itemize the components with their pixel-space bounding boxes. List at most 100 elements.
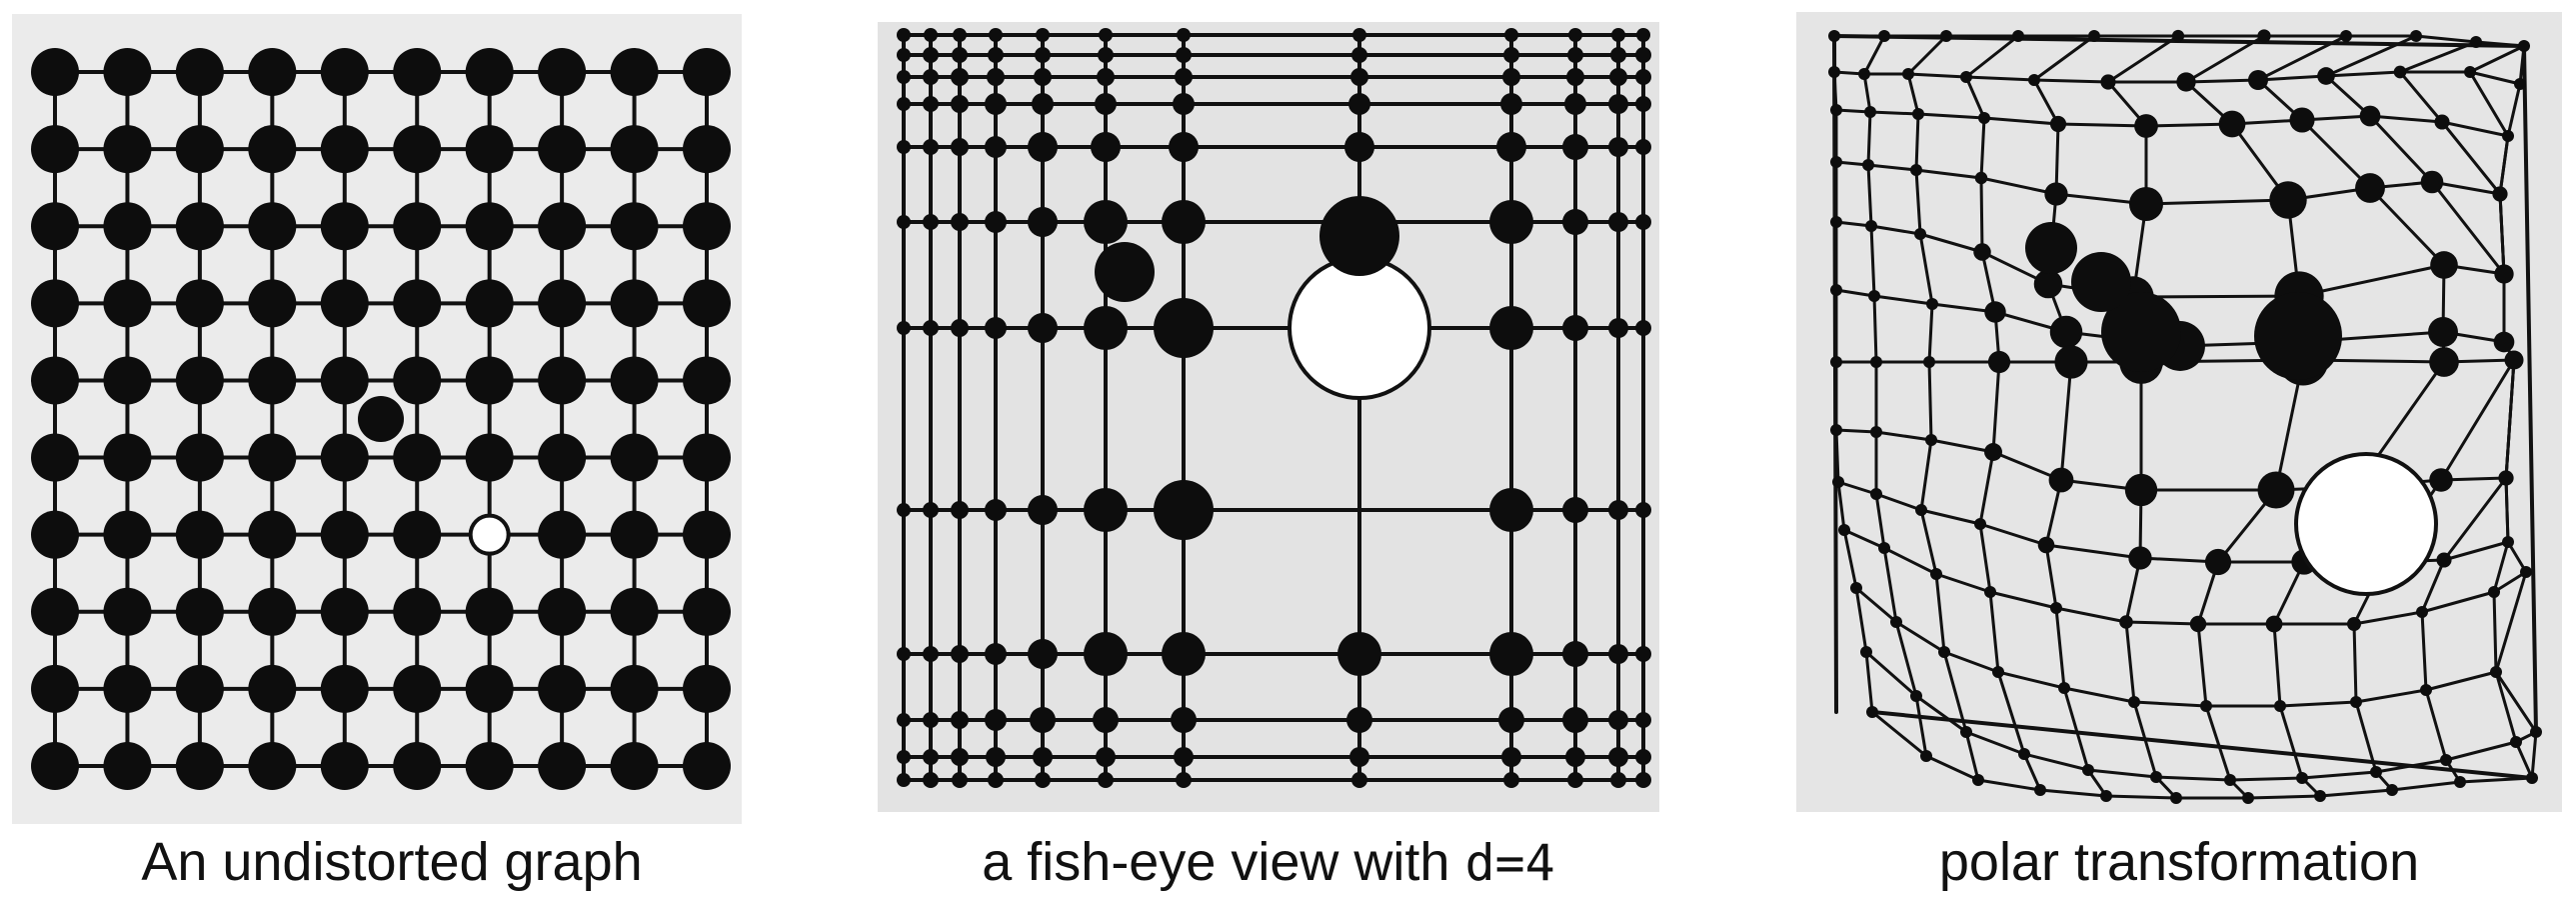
graph-node — [103, 587, 152, 636]
graph-edge — [2530, 730, 2538, 780]
graph-edge — [2131, 294, 2301, 299]
graph-edge — [1964, 75, 1986, 120]
graph-node — [393, 587, 442, 636]
graph-node — [2520, 566, 2532, 578]
graph-node — [393, 664, 442, 713]
graph-node — [2242, 792, 2254, 804]
graph-node — [1162, 200, 1206, 244]
graph-edge — [2506, 82, 2522, 138]
graph-edge — [2440, 120, 2502, 196]
graph-edge — [1866, 163, 1918, 172]
graph-edge — [1919, 438, 1933, 512]
graph-edge — [1978, 522, 2048, 547]
graph-node — [1036, 28, 1050, 42]
graph-node — [2436, 552, 2452, 568]
graph-node — [1030, 707, 1056, 733]
graph-node — [897, 750, 911, 764]
graph-node — [103, 279, 152, 328]
graph-node — [1830, 356, 1842, 368]
graph-edge — [2420, 610, 2428, 692]
graph-node — [1923, 356, 1935, 368]
polar-panel — [1796, 12, 2562, 812]
graph-node — [1870, 488, 1882, 500]
graph-edge — [1927, 302, 1934, 364]
graph-edge — [1906, 72, 1920, 116]
graph-node — [1868, 290, 1880, 302]
graph-node — [2530, 726, 2542, 738]
graph-edge — [1854, 586, 1868, 654]
graph-node — [1858, 68, 1870, 80]
graph-node — [320, 433, 369, 482]
graph-node — [393, 433, 442, 482]
graph-node — [2494, 264, 2514, 284]
graph-node — [465, 125, 514, 174]
graph-node — [2393, 65, 2407, 79]
graph-node — [31, 742, 79, 790]
graph-node — [683, 510, 731, 559]
graph-node — [897, 647, 911, 661]
graph-node — [1635, 320, 1651, 336]
graph-node — [320, 664, 369, 713]
graph-node — [951, 645, 969, 663]
graph-node — [1084, 306, 1128, 350]
graph-edge — [2390, 780, 2462, 792]
graph-node — [2018, 748, 2030, 760]
graph-node — [2124, 473, 2158, 507]
graph-edge — [1914, 168, 1922, 236]
graph-edge — [1918, 232, 1984, 254]
graph-node — [1098, 772, 1114, 788]
graph-node — [1352, 28, 1366, 42]
graph-edge — [2318, 788, 2394, 798]
graph-node — [465, 664, 514, 713]
graph-node — [897, 773, 911, 787]
graph-node — [2204, 548, 2232, 576]
graph-node — [1850, 582, 1862, 594]
graph-edge — [2468, 44, 2526, 74]
graph-node — [1960, 726, 1972, 738]
graph-node — [2416, 606, 2428, 618]
graph-edge — [2059, 360, 2073, 482]
graph-edge — [1868, 110, 1920, 116]
graph-edge — [2494, 570, 2528, 674]
graph-edge — [2022, 752, 2042, 792]
graph-edge — [2056, 122, 2148, 128]
graph-node — [1910, 164, 1922, 176]
focus-node — [2294, 452, 2438, 596]
graph-node — [2493, 331, 2515, 353]
graph-node — [1864, 106, 1876, 118]
graph-node — [610, 510, 659, 559]
graph-node — [1902, 68, 1914, 80]
graph-node — [1565, 747, 1585, 767]
graph-node — [103, 742, 152, 790]
graph-node — [2254, 292, 2342, 380]
graph-node — [1093, 707, 1119, 733]
graph-node — [2526, 772, 2538, 784]
graph-node — [1091, 132, 1121, 162]
graph-node — [1496, 132, 1526, 162]
graph-edge — [2468, 70, 2522, 86]
graph-edge — [2368, 186, 2446, 267]
graph-node — [1098, 47, 1114, 63]
graph-edge — [2352, 610, 2424, 626]
graph-edge — [1862, 72, 1872, 114]
graph-node — [1028, 132, 1058, 162]
graph-edge — [2086, 768, 2158, 779]
graph-node — [31, 510, 79, 559]
graph-node — [683, 742, 731, 790]
graph-node — [951, 501, 969, 519]
graph-node — [1635, 772, 1651, 788]
graph-node — [175, 125, 224, 174]
graph-edge — [1870, 710, 2534, 780]
graph-node — [683, 202, 731, 251]
graph-node — [683, 279, 731, 328]
graph-node — [1984, 443, 2002, 461]
graph-edge — [1996, 670, 2026, 756]
graph-node — [1174, 747, 1194, 767]
graph-edge — [1996, 670, 2066, 690]
graph-node — [1838, 524, 1850, 536]
graph-node — [2012, 30, 2024, 42]
graph-node — [610, 742, 659, 790]
graph-edge — [2440, 120, 2510, 138]
graph-node — [1154, 480, 1214, 540]
graph-node — [897, 321, 911, 335]
